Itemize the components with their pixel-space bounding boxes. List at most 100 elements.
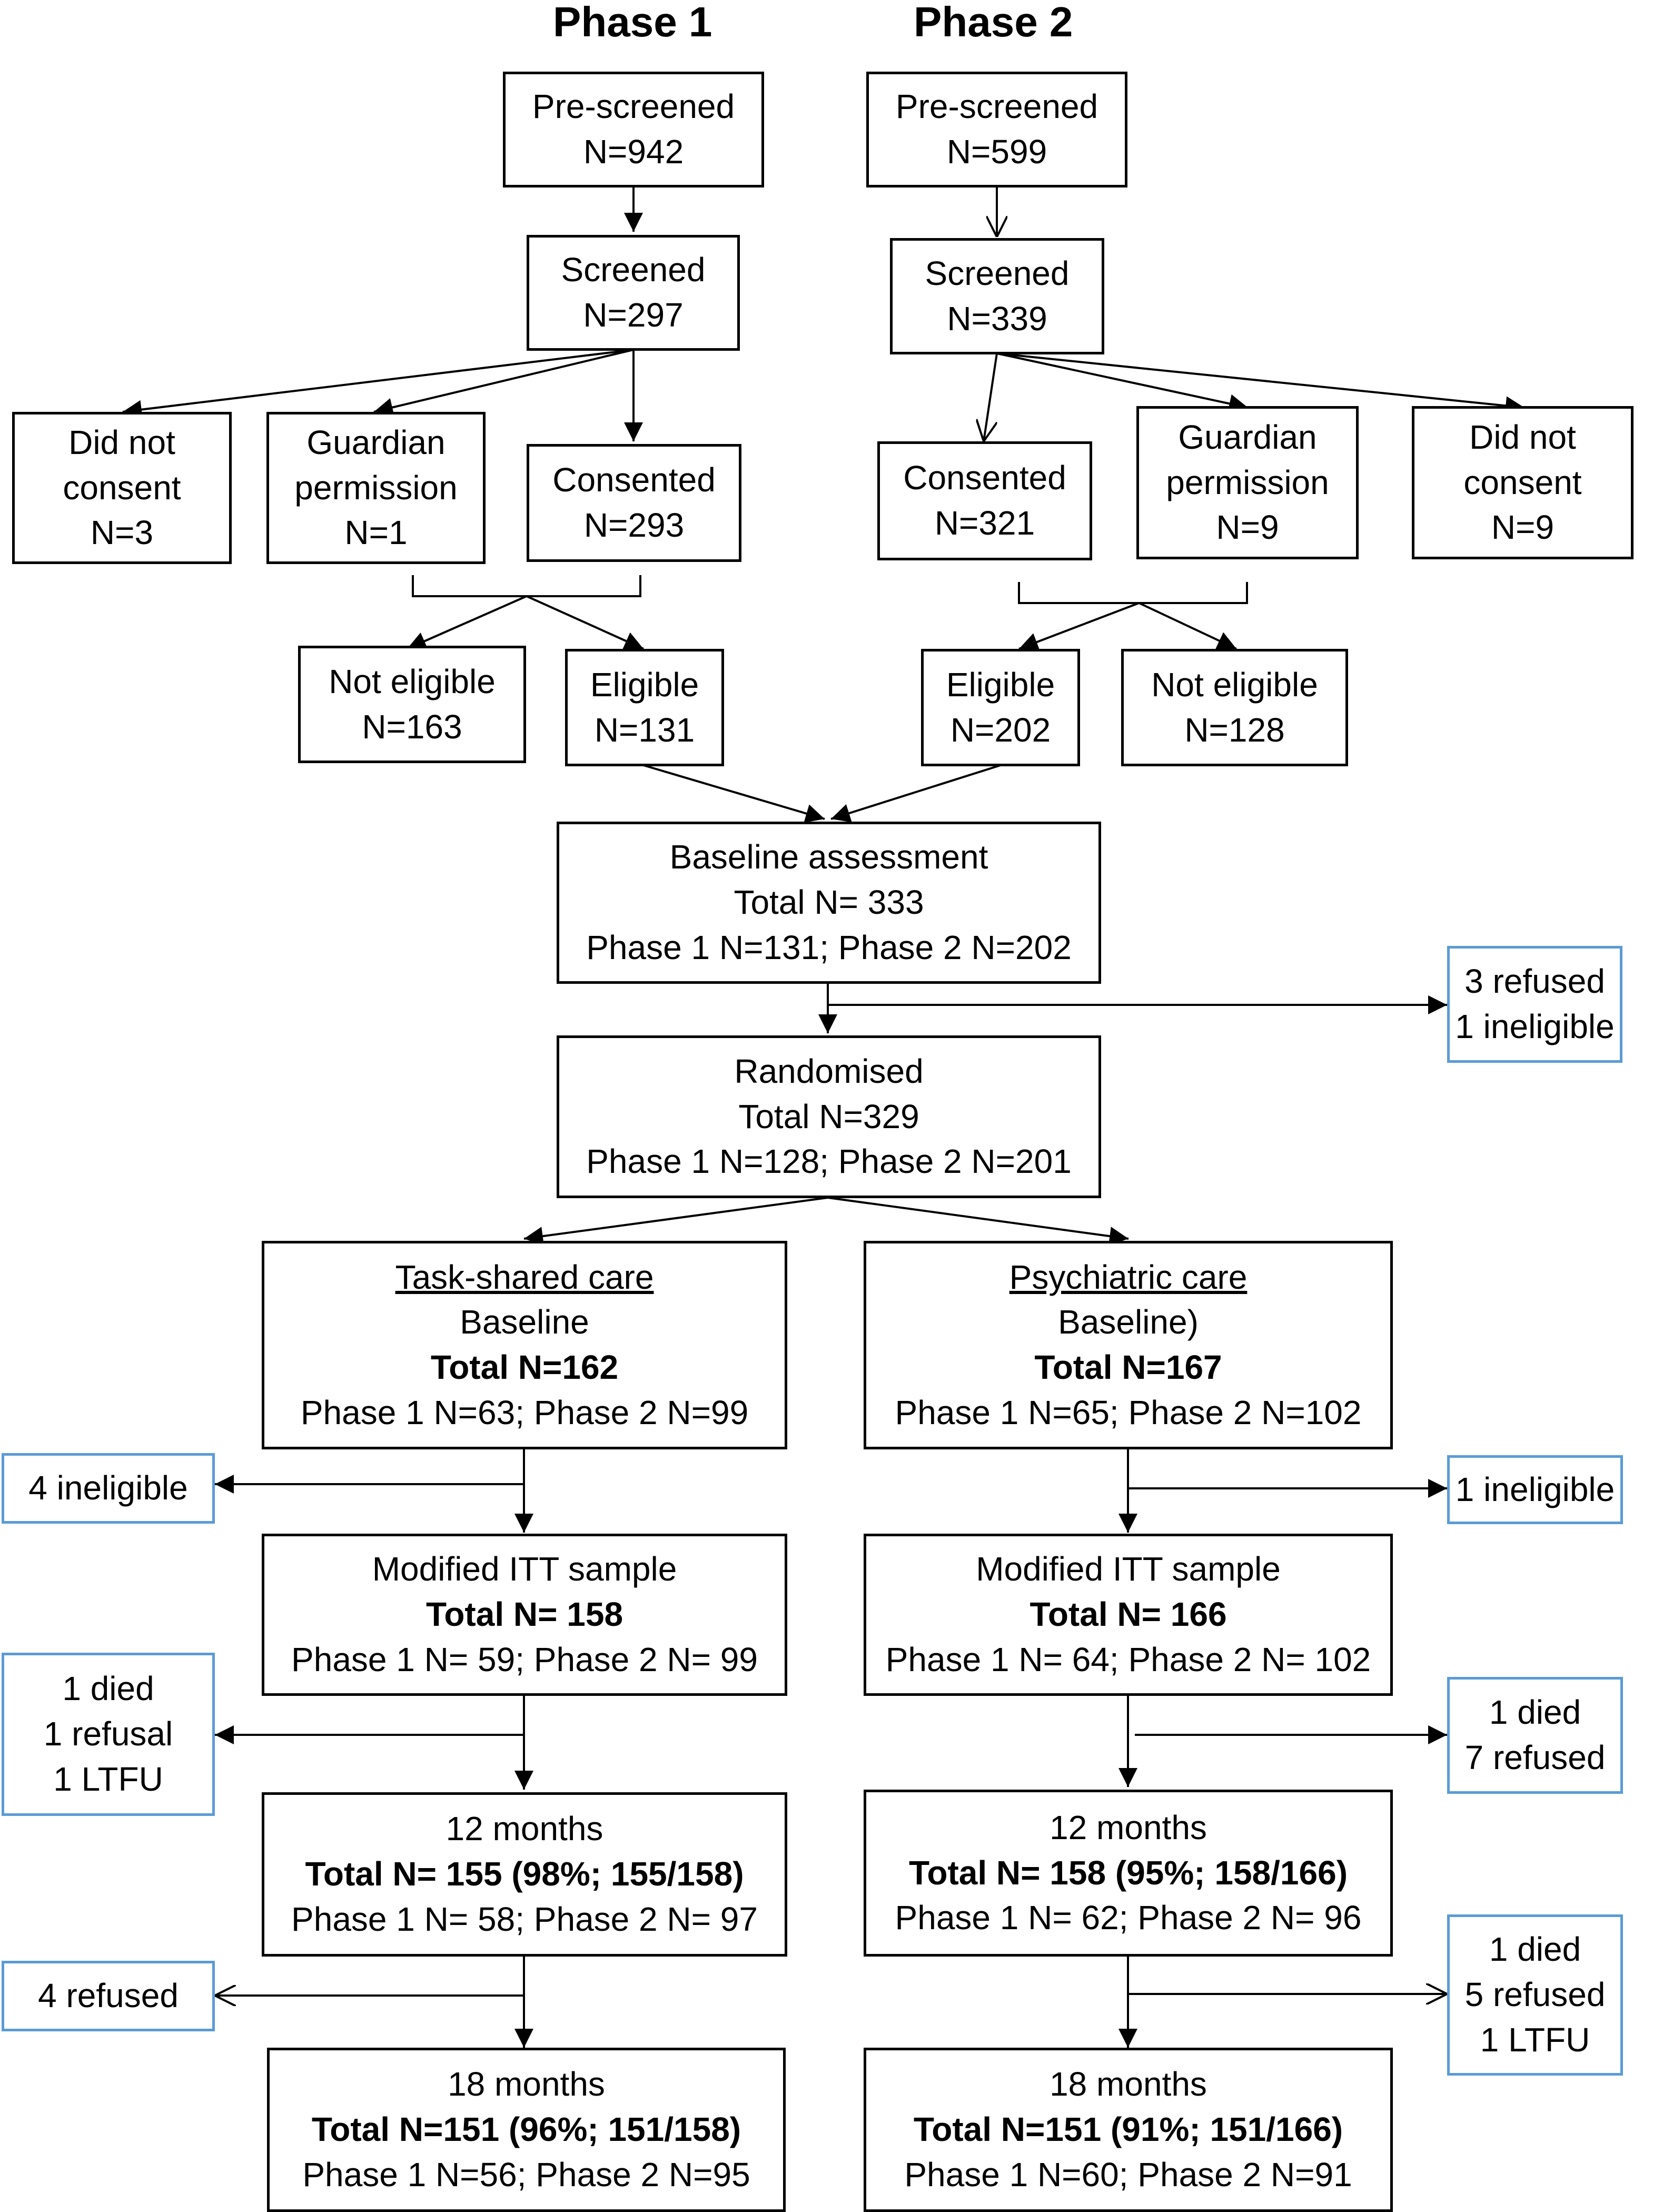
baseline-assessment-box: Baseline assessment Total N= 333 Phase 1… [557,822,1101,984]
baseline-exclusion-box: 3 refused 1 ineligible [1447,946,1622,1063]
p2-guardian-box: Guardian permission N=9 [1136,406,1359,559]
p2-not-eligible-label: Not eligible [1151,665,1318,704]
bracket-p1 [412,575,641,597]
p1-not-eligible-count: N=163 [362,707,462,746]
p2-guardian-line1: Guardian [1178,418,1317,456]
p2-screened-box: Screened N=339 [890,238,1104,354]
p2-prescreened-label: Pre-screened [895,87,1098,126]
p1-not-eligible-label: Not eligible [329,662,496,700]
ts-excl1-text: 4 ineligible [28,1469,188,1507]
pc-excl3-refused: 5 refused [1464,1976,1606,2014]
pc-excl2-refused: 7 refused [1464,1739,1606,1776]
arrow-p2-screened-consented [984,353,998,441]
p1-guardian-line1: Guardian [306,423,446,461]
baseline-excl-ineligible: 1 ineligible [1455,1008,1615,1045]
p1-screened-count: N=297 [583,296,684,334]
task-shared-baseline-box: Task-shared care Baseline Total N=162 Ph… [262,1241,787,1449]
pc-18m-phases: Phase 1 N=60; Phase 2 N=91 [904,2155,1352,2194]
ts-excl2-ltfu: 1 LTFU [53,1760,163,1798]
psychiatric-total: Total N=167 [1034,1348,1222,1386]
baseline-total: Total N= 333 [734,883,924,922]
arrow-p1-screened-didnotconsent [122,349,634,419]
ts-mitt-phases: Phase 1 N= 59; Phase 2 N= 99 [291,1640,758,1678]
arrow-p1-not-eligible [407,595,527,650]
pc-excl1-text: 1 ineligible [1455,1470,1615,1508]
pc-mitt-total: Total N= 166 [1030,1595,1227,1634]
arrow-randomised-psychiatric [827,1197,1129,1246]
phase2-header: Phase 2 [914,0,1073,45]
pc-excl3-died: 1 died [1489,1930,1581,1969]
p1-eligible-box: Eligible N=131 [565,649,724,766]
p2-eligible-count: N=202 [950,710,1051,749]
p2-guardian-count: N=9 [1216,508,1279,547]
ts-12m-total: Total N= 155 (98%; 155/158) [305,1855,744,1893]
ts-excl2-died: 1 died [62,1670,154,1708]
pc-excl3-ltfu: 1 LTFU [1480,2020,1590,2059]
pc-12m-phases: Phase 1 N= 62; Phase 2 N= 96 [895,1899,1362,1937]
ts-mitt-box: Modified ITT sample Total N= 158 Phase 1… [262,1534,787,1696]
p1-did-not-consent-box: Did not consent N=3 [12,412,232,564]
randomised-box: Randomised Total N=329 Phase 1 N=128; Ph… [557,1035,1101,1198]
arrow-p2-eligible [1018,602,1140,651]
pc-18m-total: Total N=151 (91%; 151/166) [913,2110,1343,2149]
randomised-total: Total N=329 [738,1097,919,1135]
ts-mitt-title: Modified ITT sample [372,1550,677,1588]
psychiatric-baseline-box: Psychiatric care Baseline) Total N=167 P… [864,1241,1393,1449]
pc-12months-box: 12 months Total N= 158 (95%; 158/166) Ph… [864,1790,1393,1957]
ts-exclusion-2-box: 1 died 1 refusal 1 LTFU [2,1653,215,1816]
baseline-excl-refused: 3 refused [1464,962,1605,1001]
phase1-header: Phase 1 [553,0,712,45]
ts-mitt-total: Total N= 158 [425,1595,623,1634]
p1-consented-box: Consented N=293 [527,444,741,562]
pc-12m-title: 12 months [1050,1808,1207,1846]
task-shared-title: Task-shared care [395,1258,654,1296]
ts-18months-box: 18 months Total N=151 (96%; 151/158) Pha… [267,2048,786,2212]
randomised-phases: Phase 1 N=128; Phase 2 N=201 [586,1142,1072,1181]
arrow-p1-screened-guardian [373,349,634,417]
pc-excl2-died: 1 died [1489,1693,1581,1732]
p1-consented-count: N=293 [583,506,685,544]
arrow-randomised-taskshared [523,1197,828,1246]
pc-mitt-title: Modified ITT sample [976,1550,1281,1588]
ts-18m-title: 18 months [448,2065,605,2104]
p2-consented-label: Consented [903,459,1066,497]
p2-dnc-line2: consent [1463,463,1582,501]
pc-18m-title: 18 months [1050,2065,1207,2104]
p2-screened-count: N=339 [947,299,1047,338]
p2-dnc-line1: Did not [1469,418,1576,456]
p2-not-eligible-count: N=128 [1184,710,1285,749]
pc-mitt-phases: Phase 1 N= 64; Phase 2 N= 102 [885,1640,1371,1678]
p1-eligible-label: Eligible [590,665,699,704]
task-shared-phases: Phase 1 N=63; Phase 2 N=99 [300,1393,749,1431]
p1-guardian-box: Guardian permission N=1 [266,412,486,564]
pc-18months-box: 18 months Total N=151 (91%; 151/166) Pha… [864,2048,1393,2212]
p2-screened-label: Screened [925,254,1070,292]
p2-consented-count: N=321 [934,504,1035,542]
ts-exclusion-1-box: 4 ineligible [2,1453,215,1524]
arrow-p2-screened-guardian [996,352,1249,413]
p1-prescreened-box: Pre-screened N=942 [503,72,764,187]
p1-guardian-line2: permission [294,468,458,507]
p2-prescreened-box: Pre-screened N=599 [866,72,1127,187]
p1-eligible-count: N=131 [594,710,695,749]
p1-consented-label: Consented [552,461,716,499]
ts-18m-phases: Phase 1 N=56; Phase 2 N=95 [302,2155,750,2194]
arrow-p2-not-eligible [1139,602,1237,650]
ts-18m-total: Total N=151 (96%; 151/158) [311,2110,741,2149]
task-shared-subtitle: Baseline [460,1303,589,1341]
pc-exclusion-2-box: 1 died 7 refused [1447,1677,1623,1794]
p1-prescreened-label: Pre-screened [532,87,735,126]
p1-not-eligible-box: Not eligible N=163 [298,646,526,763]
task-shared-total: Total N=162 [430,1348,619,1386]
ts-excl3-text: 4 refused [38,1977,179,2015]
p1-guardian-count: N=1 [344,514,408,552]
baseline-phases: Phase 1 N=131; Phase 2 N=202 [586,928,1072,966]
ts-excl2-refusal: 1 refusal [43,1715,173,1753]
ts-12m-title: 12 months [446,1810,603,1848]
p2-eligible-box: Eligible N=202 [921,649,1080,766]
ts-12months-box: 12 months Total N= 155 (98%; 155/158) Ph… [262,1792,787,1957]
pc-mitt-box: Modified ITT sample Total N= 166 Phase 1… [864,1534,1393,1696]
baseline-title: Baseline assessment [669,838,988,876]
randomised-title: Randomised [734,1052,924,1090]
